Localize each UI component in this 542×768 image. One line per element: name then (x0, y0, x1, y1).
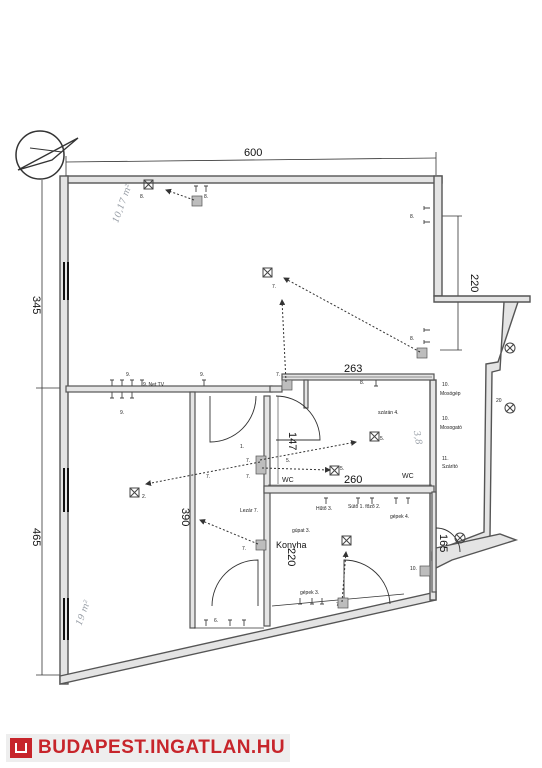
socket-icon (374, 380, 378, 387)
label-mosogep: Mosógép (440, 391, 461, 397)
dimension-165: 165 (437, 534, 449, 552)
label-num9c: 9. (120, 410, 124, 416)
handwriting-bath: 3,8 (411, 430, 423, 446)
dim-260: 260 (344, 474, 362, 486)
label-num9a: 9. (126, 372, 130, 378)
socket-icon (110, 392, 134, 399)
label-num11: 11. (442, 456, 449, 462)
ceiling-light-icon (504, 402, 516, 414)
ceiling-light-icon (143, 179, 154, 190)
ceiling-light-icon (341, 535, 352, 546)
label-hut: Hűtő 3. (316, 506, 332, 512)
label-num7d: 7. (242, 546, 246, 552)
label-num7f: 7. (276, 372, 280, 378)
dim-600: 600 (244, 147, 262, 159)
dimension-263: 263 (282, 363, 432, 378)
dimension-balcony: 220 (440, 215, 480, 351)
dimension-390: 390 (179, 508, 191, 526)
label-gepek4: gépek 4. (390, 514, 409, 520)
label-num7b: 7. (246, 458, 250, 464)
label-num8c: 8. (410, 214, 414, 220)
handwriting-room2: 19 m² (75, 598, 94, 627)
dim-390: 390 (179, 508, 191, 526)
label-num7g: 7. (206, 474, 210, 480)
label-szar4: szárán 4. (378, 410, 399, 416)
ceiling-light-icon (454, 532, 466, 544)
watermark: BUDAPEST.INGATLAN.HU (6, 734, 290, 762)
label-num5b: 5. (286, 458, 290, 464)
ceiling-light-icon (369, 431, 380, 442)
outer-walls (59, 175, 531, 685)
label-num8d: 8. (410, 336, 414, 342)
label-num1: 1. (240, 444, 244, 450)
switch-icon (416, 347, 428, 359)
ceiling-light-icons (129, 179, 516, 546)
handwriting-room1: 10,17 m² (111, 182, 134, 224)
switch-icon (281, 379, 293, 391)
label-szarito: Szárító (442, 464, 458, 470)
label-lezar: Lezár 7. (240, 508, 258, 514)
label-num8b: 8. (204, 194, 208, 200)
dimension-260: 260 (268, 474, 432, 486)
label-mosogato: Mosogató (440, 425, 462, 431)
wiring-arrows (145, 188, 421, 603)
dimension-220-kitchen: 220 (285, 548, 297, 566)
label-num5c: 5. (340, 466, 344, 472)
dim-263: 263 (344, 363, 362, 375)
house-logo-icon (10, 738, 32, 758)
switch-icon (255, 455, 267, 475)
dimension-top: 600 (65, 147, 437, 178)
label-num10c: 10. (410, 566, 417, 572)
label-tv: 9. Net TV (143, 382, 165, 388)
socket-icons (110, 185, 430, 626)
switch-icon (255, 539, 267, 551)
socket-icon (204, 619, 246, 626)
socket-icon (202, 379, 206, 386)
dim-220-balcony: 220 (468, 274, 480, 292)
dim-165: 165 (437, 534, 449, 552)
switch-icon (419, 565, 431, 577)
dimension-left: 345 465 (30, 180, 66, 676)
dim-465: 465 (30, 528, 42, 546)
room-wc: WC (402, 473, 414, 480)
label-kupat: gúpat 3. (292, 528, 310, 534)
label-num2: 2. (142, 494, 146, 500)
ceiling-light-icon (129, 487, 140, 498)
dim-147: 147 (286, 432, 298, 450)
socket-icon (324, 497, 410, 504)
watermark-text: BUDAPEST.INGATLAN.HU (38, 737, 286, 758)
switch-icons (191, 195, 431, 609)
label-num5a: 5. (380, 436, 384, 442)
label-num7a: 7. (272, 284, 276, 290)
label-gepek3: gépek 3. (300, 590, 319, 596)
ceiling-light-icon (262, 267, 273, 278)
room-wc-hall: WC (282, 477, 294, 484)
socket-icon (298, 598, 324, 605)
socket-icon (423, 206, 430, 224)
label-num10a: 10. (442, 382, 449, 388)
windows (63, 262, 69, 640)
label-suto: Sütő 1. főző 2. (348, 504, 380, 510)
label-num9b: 9. (200, 372, 204, 378)
switch-icon (337, 597, 349, 609)
socket-icon (194, 185, 208, 192)
dim-345: 345 (30, 296, 42, 314)
label-num8e: 8. (360, 380, 364, 386)
socket-icon (110, 379, 144, 386)
socket-icon (423, 328, 430, 344)
dim-220-kitchen: 220 (285, 548, 297, 566)
label-num10b: 10. (442, 416, 449, 422)
label-num8a: 8. (140, 194, 144, 200)
label-num7c: 7. (246, 474, 250, 480)
compass-icon (15, 130, 79, 180)
label-num6: 6. (214, 618, 218, 624)
ceiling-light-icon (504, 342, 516, 354)
switch-icon (191, 195, 203, 207)
room-kitchen: Konyha (276, 540, 307, 550)
dimension-147: 147 (277, 396, 298, 484)
label-num20: 20 (496, 398, 502, 404)
ceiling-light-icon (329, 465, 340, 476)
